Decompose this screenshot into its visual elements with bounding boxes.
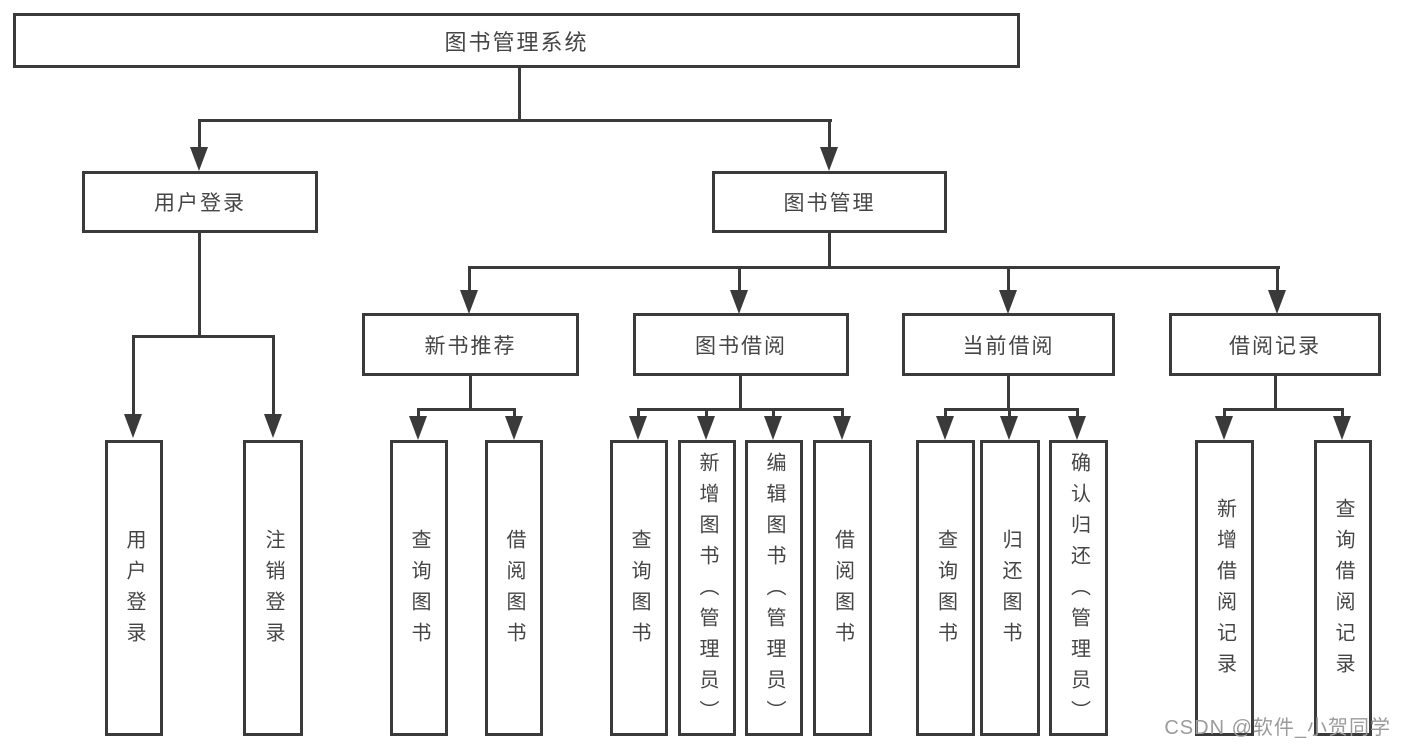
node-borrowing-records: 借阅记录 bbox=[1169, 313, 1381, 376]
connector-line bbox=[738, 266, 741, 292]
connector-line bbox=[1007, 376, 1010, 411]
node-add-borrow-record: 新增借阅记录 bbox=[1195, 440, 1254, 736]
arrowhead-icon bbox=[1000, 416, 1018, 440]
connector-line bbox=[739, 376, 742, 411]
connector-line bbox=[469, 376, 472, 411]
node-new-book-recommendation: 新书推荐 bbox=[362, 313, 579, 376]
connector-line bbox=[1223, 408, 1344, 411]
connector-line bbox=[637, 408, 844, 411]
watermark: CSDN @软件_小贺同学 bbox=[1164, 717, 1391, 739]
node-current-borrowing: 当前借阅 bbox=[902, 313, 1115, 376]
node-add-books-admin: 新增图书（管理员） bbox=[678, 440, 736, 736]
node-edit-books-admin: 编辑图书（管理员） bbox=[745, 440, 803, 736]
arrowhead-icon bbox=[505, 416, 523, 440]
connector-line bbox=[772, 408, 775, 418]
arrowhead-icon bbox=[1215, 416, 1233, 440]
connector-line bbox=[944, 408, 1079, 411]
node-logout: 注销登录 bbox=[243, 440, 303, 736]
node-query-books-current: 查询图书 bbox=[916, 440, 975, 736]
connector-line bbox=[272, 335, 275, 415]
connector-line bbox=[198, 119, 201, 149]
connector-line bbox=[705, 408, 708, 418]
connector-line bbox=[518, 68, 521, 121]
arrowhead-icon bbox=[833, 416, 851, 440]
node-return-books: 归还图书 bbox=[980, 440, 1040, 736]
node-library-system: 图书管理系统 bbox=[13, 13, 1020, 68]
connector-line bbox=[198, 119, 832, 122]
arrowhead-icon bbox=[697, 416, 715, 440]
node-query-books-recommend: 查询图书 bbox=[390, 440, 448, 736]
connector-line bbox=[468, 266, 471, 292]
arrowhead-icon bbox=[409, 416, 427, 440]
arrowhead-icon bbox=[1068, 416, 1086, 440]
arrowhead-icon bbox=[999, 290, 1017, 314]
connector-line bbox=[1341, 408, 1344, 418]
node-book-management: 图书管理 bbox=[712, 171, 947, 233]
connector-line bbox=[828, 119, 831, 149]
arrowhead-icon bbox=[730, 290, 748, 314]
connector-line bbox=[1223, 408, 1226, 418]
node-borrow-books-leaf: 借阅图书 bbox=[813, 440, 872, 736]
arrowhead-icon bbox=[820, 147, 838, 171]
connector-line bbox=[198, 233, 201, 338]
connector-line bbox=[1274, 376, 1277, 411]
arrowhead-icon bbox=[264, 414, 282, 438]
connector-line bbox=[513, 408, 516, 418]
connector-line bbox=[1008, 408, 1011, 418]
node-user-login: 用户登录 bbox=[82, 171, 318, 233]
arrowhead-icon bbox=[190, 147, 208, 171]
arrowhead-icon bbox=[936, 416, 954, 440]
arrowhead-icon bbox=[1268, 290, 1286, 314]
connector-line bbox=[637, 408, 640, 418]
arrowhead-icon bbox=[1333, 416, 1351, 440]
node-confirm-return-admin: 确认归还（管理员） bbox=[1049, 440, 1108, 736]
arrowhead-icon bbox=[460, 290, 478, 314]
node-user-login-leaf: 用户登录 bbox=[105, 440, 163, 736]
connector-line bbox=[828, 233, 831, 269]
connector-line bbox=[1007, 266, 1010, 292]
connector-line bbox=[944, 408, 947, 418]
node-borrow-books-recommend: 借阅图书 bbox=[485, 440, 543, 736]
node-query-books-borrowing: 查询图书 bbox=[610, 440, 668, 736]
arrowhead-icon bbox=[629, 416, 647, 440]
connector-line bbox=[132, 335, 275, 338]
connector-line bbox=[468, 266, 1280, 269]
connector-line bbox=[417, 408, 516, 411]
connector-line bbox=[132, 335, 135, 415]
connector-line bbox=[417, 408, 420, 418]
connector-line bbox=[841, 408, 844, 418]
node-query-borrow-record: 查询借阅记录 bbox=[1314, 440, 1372, 736]
connector-line bbox=[1076, 408, 1079, 418]
arrowhead-icon bbox=[124, 414, 142, 438]
node-book-borrowing: 图书借阅 bbox=[633, 313, 849, 376]
arrowhead-icon bbox=[764, 416, 782, 440]
connector-line bbox=[1276, 266, 1279, 292]
